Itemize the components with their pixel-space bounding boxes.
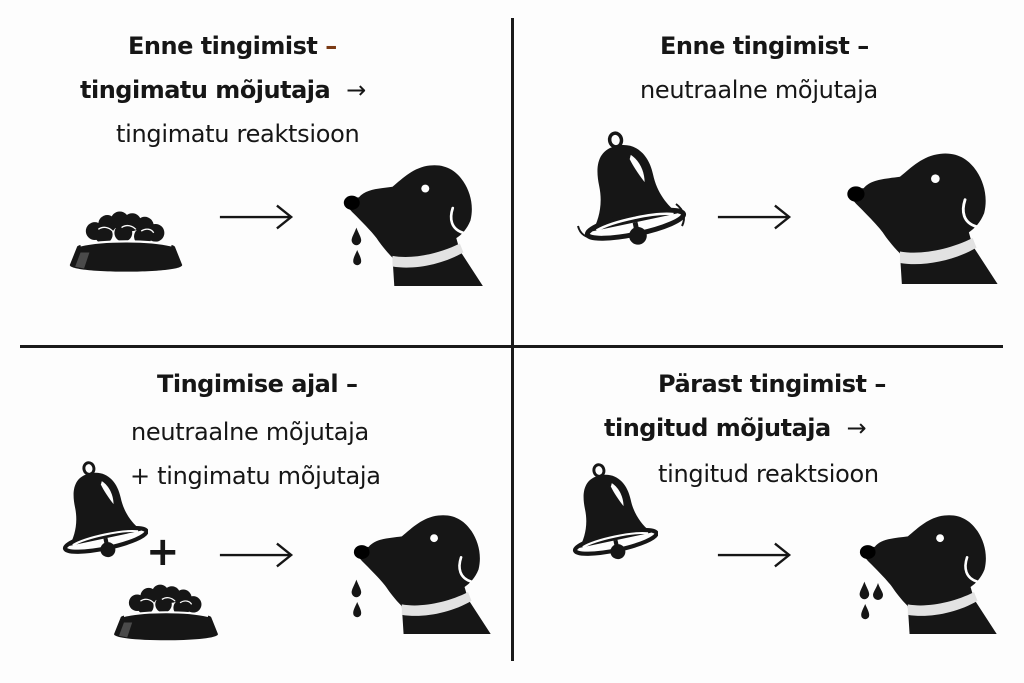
stimulus-label-neutral: neutraalne mõjutaja (131, 418, 369, 446)
saliva-drops-icon (350, 576, 366, 620)
title-text: Enne tingimist (128, 32, 318, 60)
food-bowl-icon (68, 204, 184, 276)
stimulus-label-unconditioned: + tingimatu mõjutaja (130, 462, 381, 490)
food-bowl-icon (110, 578, 222, 644)
response-label: tingitud reaktsioon (658, 460, 879, 488)
saliva-drops-icon (350, 224, 366, 268)
title-text: Pärast tingimist (658, 370, 867, 398)
bell-icon (56, 460, 148, 560)
inline-arrow-icon: → (846, 414, 867, 442)
saliva-drop-icon (873, 583, 883, 600)
horizontal-divider (20, 345, 1003, 348)
panel-title: Enne tingimist – (128, 34, 337, 58)
stimulus-text: tingitud mõjutaja (604, 414, 831, 442)
title-dash: – (345, 370, 358, 398)
arrow-right-icon (716, 202, 792, 232)
panel-title: Pärast tingimist – (658, 372, 886, 396)
stimulus-label: tingimatu mõjutaja → (80, 78, 366, 102)
stimulus-text: tingimatu mõjutaja (80, 76, 331, 104)
title-dash: – (874, 370, 886, 398)
vertical-divider (511, 18, 514, 661)
bell-icon (566, 462, 658, 562)
title-dash: – (325, 32, 337, 60)
stimulus-label: neutraalne mõjutaja (640, 76, 878, 104)
arrow-right-icon (218, 202, 294, 232)
arrow-right-icon (716, 540, 792, 570)
ring-motion-lines-icon (577, 203, 685, 239)
dog-icon (838, 150, 1004, 284)
inline-arrow-icon: → (346, 76, 366, 104)
panel-title: Tingimise ajal – (157, 370, 358, 398)
panel-title: Enne tingimist – (660, 34, 869, 58)
arrow-right-icon (218, 540, 294, 570)
title-text: Tingimise ajal (157, 370, 339, 398)
response-label: tingimatu reaktsioon (116, 120, 360, 148)
title-text: Enne tingimist (660, 32, 850, 60)
title-dash: – (857, 32, 869, 60)
plus-icon: + (146, 529, 180, 575)
stimulus-label: tingitud mõjutaja → (604, 414, 867, 442)
